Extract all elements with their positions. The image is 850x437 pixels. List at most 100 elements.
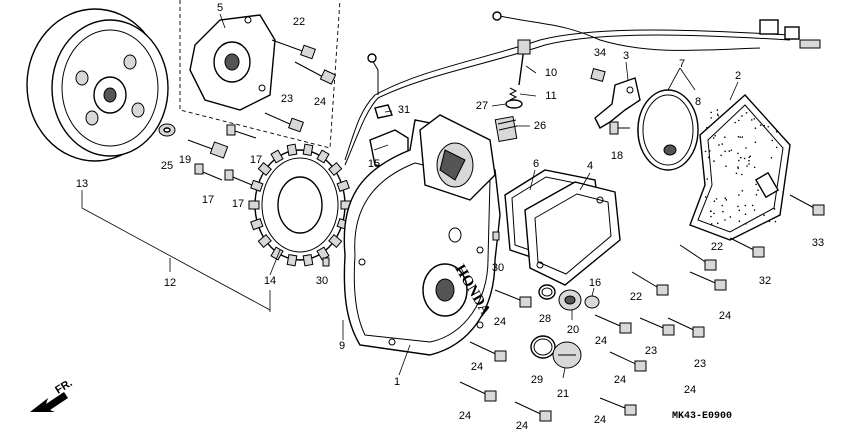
- oring-27: [505, 99, 523, 109]
- stipple-dot: [737, 119, 740, 122]
- stipple-dot: [717, 114, 720, 117]
- stipple-dot: [751, 204, 754, 207]
- bolt-34: [590, 68, 606, 82]
- stipple-dot: [728, 150, 731, 152]
- stipple-dot: [716, 109, 719, 111]
- stipple-dot: [741, 115, 743, 117]
- stipple-dot: [709, 150, 711, 152]
- stipple-dot: [754, 127, 757, 129]
- callout-24b: 24: [494, 316, 506, 328]
- callout-5: 5: [217, 2, 223, 14]
- stipple-dot: [714, 134, 717, 137]
- stipple-dot: [753, 209, 756, 211]
- stator-tooth: [286, 143, 298, 157]
- bolt-head: [704, 259, 717, 271]
- callout-24e: 24: [471, 361, 483, 373]
- stipple-dot: [741, 190, 744, 192]
- rotor-plate-7-8: [637, 89, 699, 171]
- left-crankcase-cover-1: HONDA: [343, 114, 501, 356]
- callout-19: 19: [179, 154, 191, 166]
- bolt-head: [714, 279, 727, 291]
- stator-tooth: [248, 200, 260, 210]
- callout-24d: 24: [719, 310, 731, 322]
- stipple-dot: [722, 210, 724, 213]
- callout-23b: 23: [645, 345, 657, 357]
- stipple-dot: [735, 172, 738, 175]
- bolt-head: [624, 404, 637, 416]
- stipple-dot: [707, 156, 710, 159]
- washer-25: [158, 123, 176, 137]
- diagram-code: MK43-E0900: [672, 411, 732, 422]
- stipple-dot: [759, 124, 762, 126]
- dowel-pins-30: [322, 231, 500, 267]
- stipple-dot: [745, 111, 748, 114]
- stator-14: [248, 143, 352, 267]
- leader-lines: [219, 13, 739, 379]
- callout-18: 18: [611, 150, 623, 162]
- callout-34: 34: [594, 47, 606, 59]
- wiring-harness: [344, 11, 821, 166]
- stipple-dot: [706, 178, 709, 180]
- callout-10: 10: [545, 67, 557, 79]
- callout-24j: 24: [684, 384, 696, 396]
- stipple-dot: [721, 143, 724, 145]
- stipple-dot: [712, 137, 715, 139]
- stipple-dot: [713, 212, 715, 215]
- cover-2: [689, 94, 791, 241]
- callout-24f: 24: [614, 374, 626, 386]
- stator-tooth: [257, 162, 272, 176]
- bolt-head: [662, 324, 675, 336]
- stipple-dot: [770, 157, 773, 159]
- callout-30a: 30: [316, 275, 328, 287]
- callout-4: 4: [587, 160, 593, 172]
- callout-13: 13: [76, 178, 88, 190]
- stator-tooth: [328, 234, 343, 248]
- bolt-head: [812, 204, 825, 216]
- stipple-dot: [740, 156, 742, 159]
- front-direction-label: FR.: [53, 377, 74, 397]
- stator-tooth: [302, 253, 314, 267]
- callout-22c: 22: [630, 291, 642, 303]
- stipple-dot: [704, 150, 707, 153]
- stator-tooth: [250, 218, 264, 231]
- stipple-dot: [724, 150, 726, 153]
- callout-15: 15: [368, 158, 380, 170]
- stipple-dot: [755, 193, 758, 196]
- stipple-dot: [753, 118, 756, 120]
- stipple-dot: [729, 216, 732, 218]
- bolts-17: [194, 124, 257, 186]
- stipple-dot: [725, 165, 727, 167]
- stipple-dot: [716, 113, 719, 116]
- stipple-dot: [718, 144, 720, 146]
- callout-24g: 24: [459, 410, 471, 422]
- stipple-dot: [775, 146, 778, 149]
- flywheel-rotor: [26, 8, 169, 162]
- stipple-dot: [748, 156, 751, 159]
- stator-tooth: [286, 253, 298, 267]
- stator-tooth: [270, 149, 284, 164]
- bracket-3: [594, 77, 641, 129]
- stipple-dot: [755, 183, 757, 186]
- gear-cover-5: [189, 14, 276, 111]
- callout-31: 31: [398, 104, 410, 116]
- plug-20: [558, 289, 582, 311]
- callout-22a: 22: [293, 16, 305, 28]
- callout-27: 27: [476, 100, 488, 112]
- callout-32: 32: [759, 275, 771, 287]
- stipple-dot: [738, 220, 741, 223]
- callout-3: 3: [623, 50, 629, 62]
- stipple-dot: [768, 220, 771, 223]
- stipple-dot: [724, 136, 726, 139]
- stipple-dot: [715, 198, 718, 200]
- stipple-dot: [745, 223, 747, 225]
- bolt-head: [619, 322, 632, 334]
- stipple-dot: [721, 204, 724, 207]
- stipple-dot: [737, 166, 739, 168]
- stipple-dot: [716, 222, 719, 225]
- stator-tooth: [328, 162, 343, 176]
- bolt-19: [187, 139, 229, 159]
- stipple-dot: [740, 173, 743, 176]
- callout-14: 14: [264, 275, 276, 287]
- stipple-dot: [720, 154, 722, 157]
- stator-tooth: [336, 179, 350, 192]
